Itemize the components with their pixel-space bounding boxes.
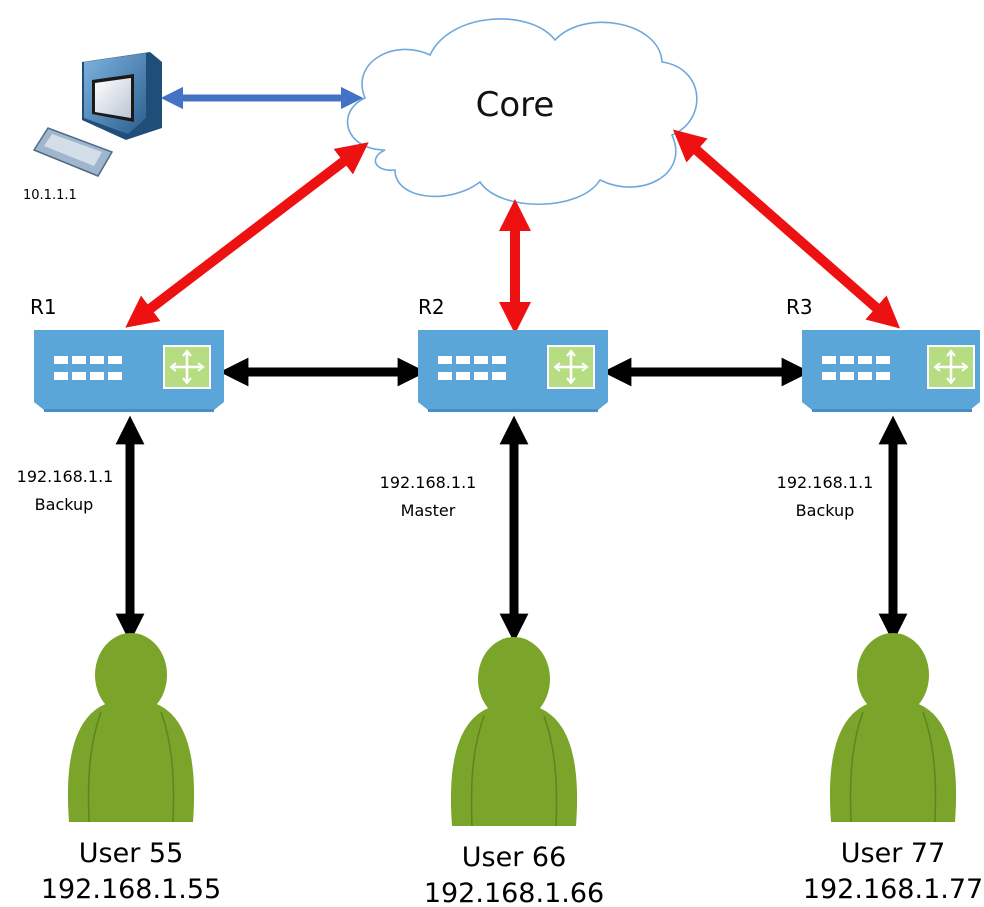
vrrp-labels: 192.168.1.1 Backup 192.168.1.1 Master 19… xyxy=(17,467,874,520)
user-icon xyxy=(67,633,195,823)
port-icons xyxy=(822,356,890,380)
user-icon xyxy=(450,637,578,827)
router-bottom-bar xyxy=(812,409,972,412)
router-bottom-bar xyxy=(428,409,598,412)
router-r2: R2 xyxy=(418,295,608,412)
r3-vip-label: 192.168.1.1 xyxy=(777,473,874,492)
r3-role-label: Backup xyxy=(796,501,855,520)
core-label: Core xyxy=(476,85,555,125)
user-name-label: User 55 xyxy=(79,838,183,869)
r1-core-link xyxy=(125,142,369,328)
router-module-icon xyxy=(163,345,211,389)
r3-core-link xyxy=(672,129,901,329)
cloud-shape xyxy=(346,18,698,205)
port-icons xyxy=(54,356,122,380)
router-name-label: R3 xyxy=(786,295,813,319)
user-55: User 55 192.168.1.55 xyxy=(41,633,221,905)
r1-vip-label: 192.168.1.1 xyxy=(17,467,114,486)
user-66: User 66 192.168.1.66 xyxy=(424,637,604,907)
router-module-icon xyxy=(927,345,975,389)
user-77: User 77 192.168.1.77 xyxy=(803,633,983,905)
router-name-label: R2 xyxy=(418,295,445,319)
port-icons xyxy=(438,356,506,380)
user-ip-label: 192.168.1.77 xyxy=(803,874,983,905)
monitor-icon xyxy=(82,52,162,140)
r2-role-label: Master xyxy=(401,501,456,520)
pc-computer: 10.1.1.1 xyxy=(23,52,162,203)
keyboard-icon xyxy=(32,127,114,177)
router-r1: R1 xyxy=(30,295,224,412)
router-bottom-bar xyxy=(44,409,214,412)
user-name-label: User 77 xyxy=(841,838,945,869)
user-icon xyxy=(829,633,957,823)
user-name-label: User 66 xyxy=(462,842,566,873)
r1-role-label: Backup xyxy=(35,495,94,514)
pc-ip-label: 10.1.1.1 xyxy=(23,188,77,203)
r2-vip-label: 192.168.1.1 xyxy=(380,473,477,492)
user-ip-label: 192.168.1.55 xyxy=(41,874,221,905)
router-name-label: R1 xyxy=(30,295,57,319)
core-cloud: Core xyxy=(346,18,698,205)
router-r3: R3 xyxy=(786,295,980,412)
user-ip-label: 192.168.1.66 xyxy=(424,878,604,907)
router-module-icon xyxy=(547,345,595,389)
links xyxy=(115,86,908,643)
